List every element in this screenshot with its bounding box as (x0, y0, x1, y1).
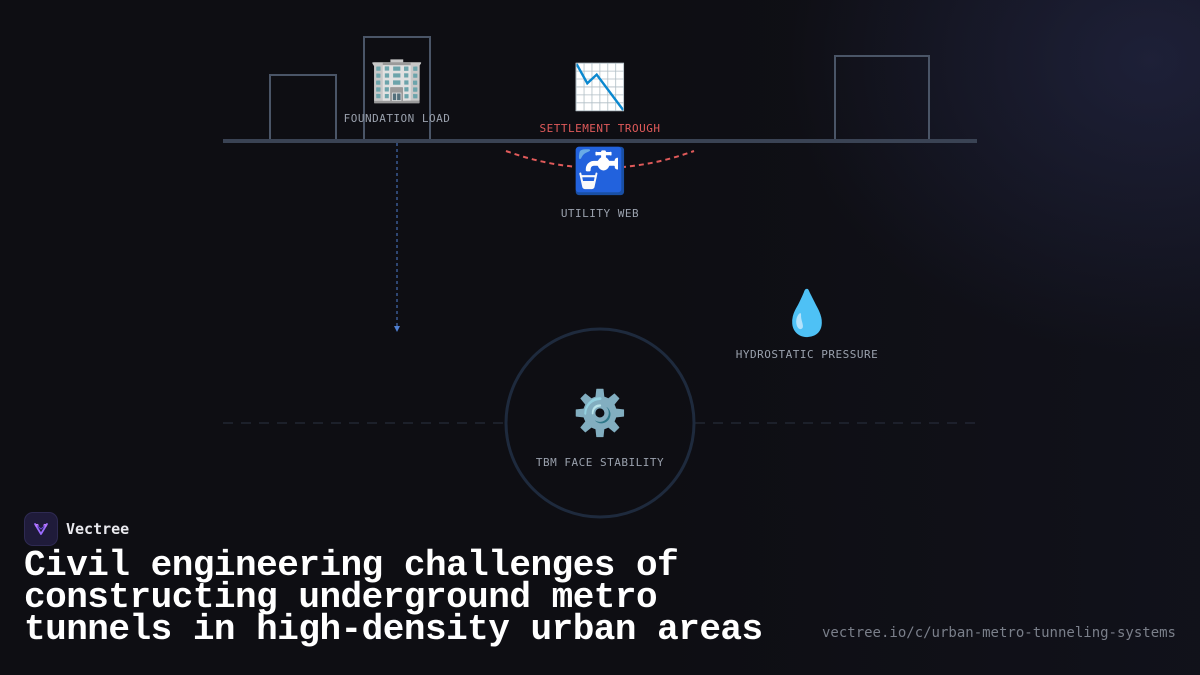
building-right (834, 55, 930, 142)
tunnel-ring (504, 327, 696, 519)
brand: Vectree (24, 512, 129, 546)
brand-name: Vectree (66, 520, 130, 538)
source-url[interactable]: vectree.io/c/urban-metro-tunneling-syste… (821, 625, 1176, 641)
settlement-trough-label: SETTLEMENT TROUGH (539, 122, 661, 135)
hydrostatic-pressure-label: HYDROSTATIC PRESSURE (735, 348, 879, 361)
office-building-icon: 🏢 (369, 54, 425, 105)
water-droplet-icon: 💧 (779, 288, 835, 339)
page-title: Civil engineering challenges of construc… (24, 545, 763, 650)
foundation-load-label: FOUNDATION LOAD (343, 112, 451, 125)
building-small-left (269, 74, 337, 142)
vectree-logo-icon (24, 512, 58, 546)
chart-decreasing-icon: 📉 (572, 62, 628, 113)
foundation-load-arrowhead (394, 326, 400, 332)
tbm-face-stability-label: TBM FACE STABILITY (535, 456, 665, 469)
gear-icon: ⚙️ (572, 388, 628, 439)
utility-web-label: UTILITY WEB (560, 207, 640, 220)
water-faucet-icon: 🚰 (572, 146, 628, 197)
